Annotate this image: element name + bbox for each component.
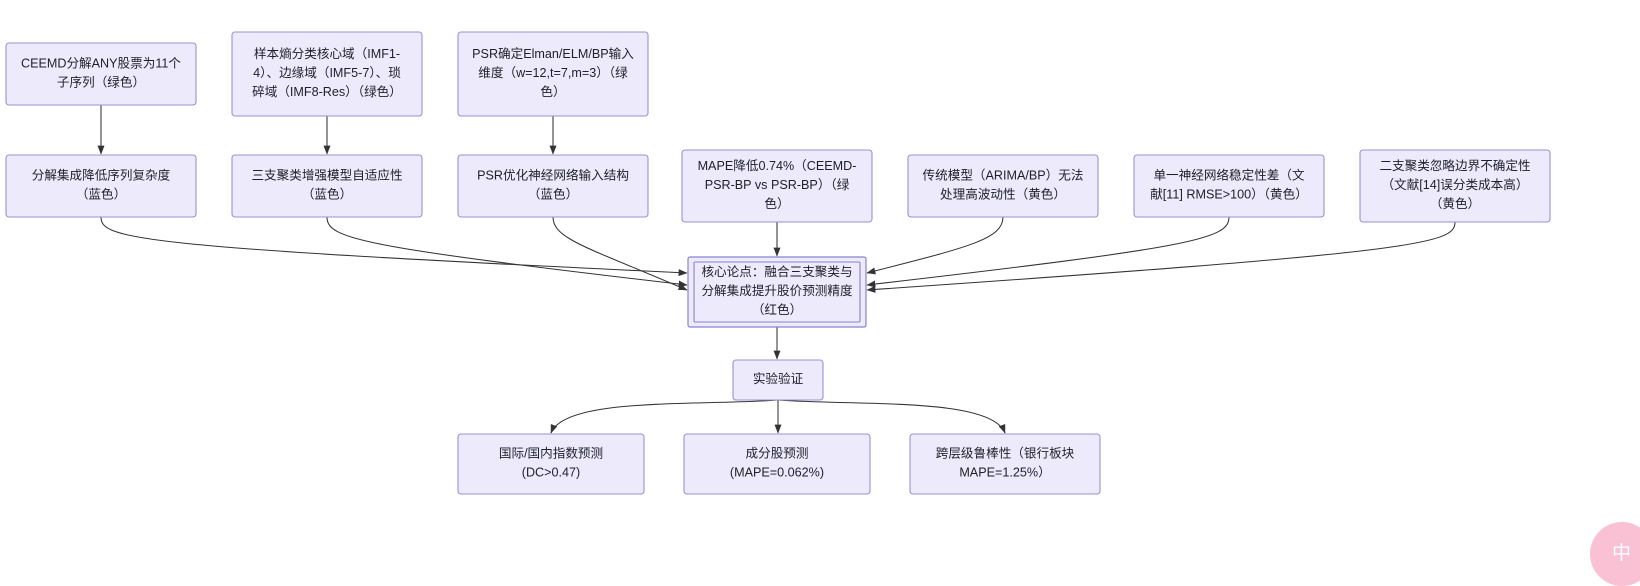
nodes-layer: CEEMD分解ANY股票为11个子序列（绿色） 样本熵分类核心域（IMF1-4）、… <box>5 31 1551 495</box>
node-label: 二支聚类忽略边界不确定性（文献[14]误分类成本高）（黄色） <box>1379 158 1530 211</box>
node-label: 分解集成降低序列复杂度（蓝色） <box>32 168 171 202</box>
node-label: PSR确定Elman/ELM/BP输入维度（w=12,t=7,m=3）（绿色） <box>472 46 634 99</box>
edge-n5-to-core <box>326 216 688 288</box>
node-n4[interactable]: 分解集成降低序列复杂度（蓝色） <box>5 154 197 218</box>
node-label: 单一神经网络稳定性差（文献[11] RMSE>100）（黄色） <box>1150 168 1308 202</box>
node-n3[interactable]: PSR确定Elman/ELM/BP输入维度（w=12,t=7,m=3）（绿色） <box>457 31 649 117</box>
edge-n8-to-core <box>866 216 1004 275</box>
flowchart-svg: CEEMD分解ANY股票为11个子序列（绿色） 样本熵分类核心域（IMF1-4）、… <box>5 31 1551 495</box>
edge-verify-to-r3 <box>777 399 1006 434</box>
edge-n9-to-core <box>866 216 1230 288</box>
node-r2[interactable]: 成分股预测(MAPE=0.062%) <box>683 433 871 495</box>
node-r1[interactable]: 国际/国内指数预测(DC>0.47) <box>457 433 645 495</box>
node-label: 样本熵分类核心域（IMF1-4）、边缘域（IMF5-7）、琐碎域（IMF8-Re… <box>252 46 402 99</box>
node-verify[interactable]: 实验验证 <box>732 359 824 401</box>
node-n7[interactable]: MAPE降低0.74%（CEEMD-PSR-BP vs PSR-BP）（绿色） <box>681 149 873 223</box>
node-n8[interactable]: 传统模型（ARIMA/BP）无法处理高波动性（黄色） <box>907 154 1099 218</box>
node-label: CEEMD分解ANY股票为11个子序列（绿色） <box>21 57 181 90</box>
node-core-claim[interactable]: 核心论点：融合三支聚类与分解集成提升股价预测精度（红色） <box>687 256 867 328</box>
node-label: PSR优化神经网络输入结构（蓝色） <box>477 168 629 202</box>
edge-verify-to-r1 <box>550 399 779 434</box>
node-label: 实验验证 <box>753 371 804 386</box>
edge-n6-to-core <box>552 216 688 291</box>
node-n10[interactable]: 二支聚类忽略边界不确定性（文献[14]误分类成本高）（黄色） <box>1359 149 1551 223</box>
node-label: 成分股预测(MAPE=0.062%) <box>730 447 824 480</box>
node-n1[interactable]: CEEMD分解ANY股票为11个子序列（绿色） <box>5 42 197 106</box>
edges-layer <box>97 105 1456 434</box>
node-n9[interactable]: 单一神经网络稳定性差（文献[11] RMSE>100）（黄色） <box>1133 154 1325 218</box>
node-label: 三支聚类增强模型自适应性（蓝色） <box>251 168 402 202</box>
flowchart-canvas: CEEMD分解ANY股票为11个子序列（绿色） 样本熵分类核心域（IMF1-4）、… <box>5 31 1640 586</box>
node-label: MAPE降低0.74%（CEEMD-PSR-BP vs PSR-BP）（绿色） <box>698 159 857 211</box>
node-label: 核心论点：融合三支聚类与分解集成提升股价预测精度（红色） <box>701 265 853 317</box>
node-label: 国际/国内指数预测(DC>0.47) <box>499 447 603 480</box>
node-label: 传统模型（ARIMA/BP）无法处理高波动性（黄色） <box>923 169 1084 202</box>
node-n6[interactable]: PSR优化神经网络输入结构（蓝色） <box>457 154 649 218</box>
node-n2[interactable]: 样本熵分类核心域（IMF1-4）、边缘域（IMF5-7）、琐碎域（IMF8-Re… <box>231 31 423 117</box>
edge-n10-to-core <box>866 221 1456 293</box>
edge-n4-to-core <box>100 216 688 277</box>
node-n5[interactable]: 三支聚类增强模型自适应性（蓝色） <box>231 154 423 218</box>
